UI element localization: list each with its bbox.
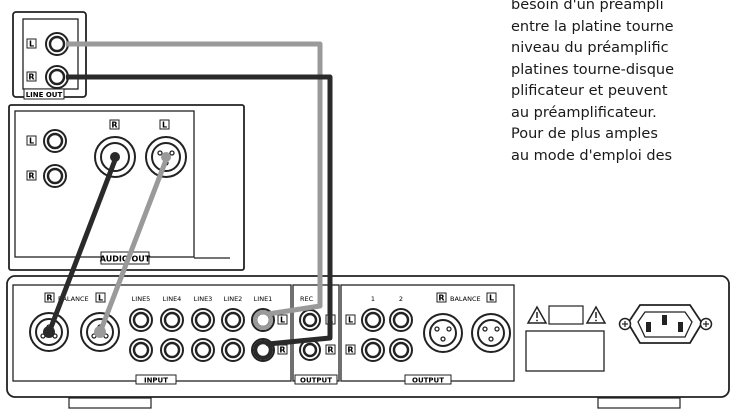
manual-text-line-6: au préamplificateur.	[511, 104, 657, 121]
out-l-text: L	[348, 316, 353, 325]
balance-l-text: L	[98, 294, 103, 303]
input-section-label: INPUT	[144, 377, 168, 385]
cable-dark-xlr-r	[43, 152, 120, 338]
line1-l-badge	[277, 314, 288, 325]
rec-r-badge	[325, 344, 336, 355]
rec-output-label: OUTPUT	[300, 377, 332, 385]
rec-r-text: R	[327, 346, 333, 355]
out-xlr-r-jack[interactable]	[423, 313, 463, 353]
line3-label: LINE3	[194, 295, 213, 303]
manual-text-line-3: niveau du préamplific	[511, 40, 669, 56]
manual-text-line-5: plificateur et peuvent	[511, 83, 668, 99]
line4-label: LINE4	[163, 295, 182, 303]
out-r-badge	[345, 344, 356, 355]
line5-r-jack[interactable]	[129, 338, 153, 362]
audio-out-l-text: L	[29, 137, 34, 146]
warning-triangle-left-icon	[526, 305, 548, 324]
manual-text-line-8: au mode d'emploi des	[511, 147, 673, 164]
audio-out-xlr-r-text: R	[111, 121, 117, 130]
audio-out-xlr-l-badge	[159, 119, 170, 130]
line-out-device: L R LINE OUT	[12, 11, 87, 100]
audio-out-r-text: R	[28, 172, 34, 181]
audio-out-r-badge	[26, 170, 37, 181]
line-out-r-text: R	[28, 73, 34, 82]
line4-r-jack[interactable]	[160, 338, 184, 362]
out-balance-l-text: L	[489, 294, 494, 303]
line-out-l-jack[interactable]	[45, 32, 69, 56]
balance-l-badge	[95, 292, 106, 303]
manual-text-line-7: Pour de plus amples	[511, 126, 658, 142]
out-r-text: R	[347, 346, 353, 355]
line-out-r-jack[interactable]	[45, 65, 69, 89]
rec-r-jack[interactable]	[299, 339, 321, 361]
out-balance-label: BALANCE	[450, 295, 481, 303]
line-out-r-badge	[26, 71, 37, 82]
line5-label: LINE5	[132, 295, 151, 303]
out2-l-jack[interactable]	[389, 308, 413, 332]
line2-r-jack[interactable]	[221, 338, 245, 362]
cable-dark-line-out-r	[66, 74, 333, 360]
line-out-l-text: L	[29, 40, 34, 49]
fuse-holder	[525, 330, 605, 372]
warning-triangle-right-icon	[585, 305, 607, 324]
out-ch1-label: 1	[371, 295, 375, 303]
amp-foot-right	[597, 397, 681, 409]
manual-text-line-1: besoin d'un préampli	[511, 0, 664, 13]
line3-r-jack[interactable]	[191, 338, 215, 362]
amp-foot-left	[68, 397, 152, 409]
audio-out-xlr-r-badge	[109, 119, 120, 130]
line2-label: LINE2	[224, 295, 243, 303]
out-ch2-label: 2	[399, 295, 403, 303]
line2-l-jack[interactable]	[221, 308, 245, 332]
balance-label: BALANCE	[58, 295, 89, 303]
cable-light-xlr-l	[94, 152, 171, 338]
power-inlet-icon[interactable]	[618, 304, 713, 344]
audio-out-xlr-l-text: L	[162, 121, 167, 130]
rec-l-jack[interactable]	[299, 309, 321, 331]
out1-l-jack[interactable]	[361, 308, 385, 332]
line4-l-jack[interactable]	[160, 308, 184, 332]
output-section-label: OUTPUT	[412, 377, 444, 385]
out-xlr-l-jack[interactable]	[471, 313, 511, 353]
out-l-badge	[345, 314, 356, 325]
line-out-l-badge	[26, 38, 37, 49]
out-balance-r-badge	[436, 292, 447, 303]
amplifier-rear-panel: R BALANCE L LINE5 LINE4 LINE3 LINE2 LINE…	[6, 275, 730, 409]
cable-light-line-out-l	[66, 41, 323, 330]
audio-out-device: L R R L AUDIO OUT	[8, 104, 245, 271]
audio-out-r-rca-jack[interactable]	[43, 164, 67, 188]
line1-r-text: R	[279, 346, 285, 355]
serial-label-plate	[548, 305, 584, 325]
out1-r-jack[interactable]	[361, 338, 385, 362]
audio-out-l-rca-jack[interactable]	[43, 129, 67, 153]
balance-r-badge	[44, 292, 55, 303]
line-out-label: LINE OUT	[26, 91, 63, 99]
out-balance-r-text: R	[438, 294, 444, 303]
manual-text-line-2: entre la platine tourne	[511, 18, 674, 35]
line1-l-text: L	[280, 316, 285, 325]
line3-l-jack[interactable]	[191, 308, 215, 332]
audio-out-label: AUDIO OUT	[100, 255, 151, 264]
manual-text-line-4: platines tourne-disque	[511, 61, 675, 78]
out2-r-jack[interactable]	[389, 338, 413, 362]
audio-out-l-badge	[26, 135, 37, 146]
line5-l-jack[interactable]	[129, 308, 153, 332]
balance-r-text: R	[46, 294, 52, 303]
out-balance-l-badge	[486, 292, 497, 303]
rec-label: REC	[300, 295, 314, 303]
line1-label: LINE1	[254, 295, 273, 303]
